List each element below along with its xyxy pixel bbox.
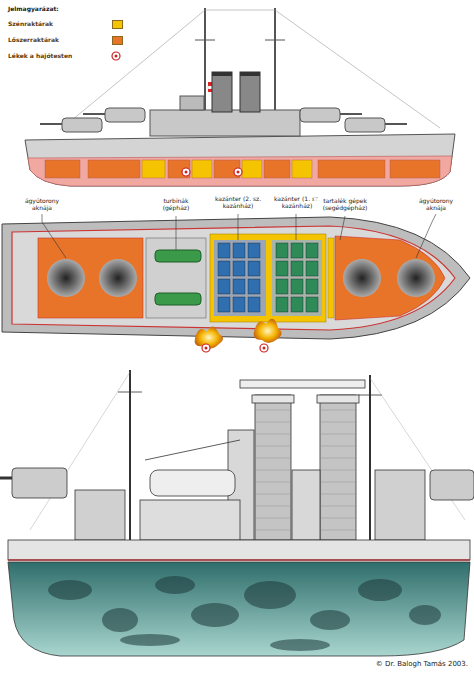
legend-text: Lőszerraktárak [8,36,108,43]
plan-view [2,214,470,352]
hole-symbol [110,50,122,62]
part-label: turbinák (gépház) [150,198,202,212]
part-label: ágyútorony aknája [408,198,464,212]
legend-text: Lékek a hajótesten [8,52,108,59]
legend-heading: Jelmagyarázat: [8,6,98,13]
part-label: ágyútorony aknája [14,198,70,212]
side-view [25,8,455,186]
part-label: tartalék gépek (segédgépház) [314,198,376,212]
legend-swatch [112,20,123,29]
copyright-note: © Dr. Balogh Tamás 2003. [350,660,468,668]
profile-drawing [0,370,474,656]
part-label: kazánter (2. sz. kazánház) [206,196,270,210]
legend-text: Szénraktárak [8,20,108,27]
legend-swatch [112,36,123,45]
